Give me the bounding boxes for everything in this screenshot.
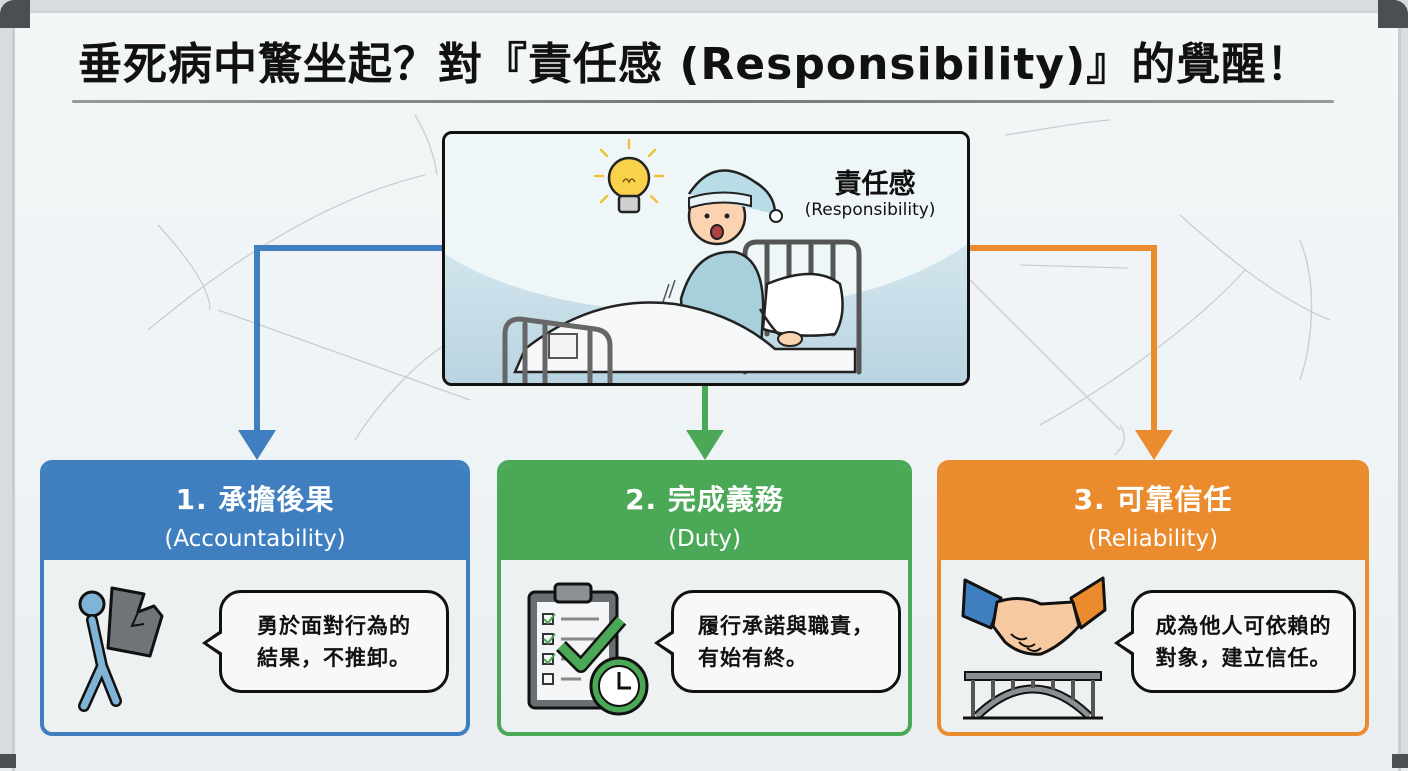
hero-subtitle: (Responsibility) (804, 200, 936, 220)
hero-illustration-panel: 責任感 (Responsibility) (442, 131, 970, 386)
card-subtitle: (Reliability) (1087, 526, 1219, 552)
card-reliability: 3. 可靠信任 (Reliability) 成為他人可依賴的 對象，建立信任。 (937, 460, 1369, 736)
card-description: 勇於面對行為的 結果，不推卸。 (257, 613, 411, 670)
hero-title: 責任感 (834, 169, 916, 200)
card-body: 履行承諾與職責， 有始有終。 (501, 560, 908, 732)
card-header: 2. 完成義務 (Duty) (501, 464, 908, 560)
card-subtitle: (Accountability) (164, 526, 346, 552)
page-title: 垂死病中驚坐起？對『責任感 (Responsibility)』的覺醒！ (78, 39, 1312, 90)
frame-corner (1392, 754, 1408, 768)
hospital-bed-scene-illustration (445, 134, 967, 383)
card-duty: 2. 完成義務 (Duty) 履行承諾與職責， 有始有終。 (497, 460, 912, 736)
speech-bubble: 勇於面對行為的 結果，不推卸。 (202, 590, 449, 693)
speech-bubble: 履行承諾與職責， 有始有終。 (654, 590, 901, 693)
card-body: 勇於面對行為的 結果，不推卸。 (44, 560, 466, 732)
card-subtitle: (Duty) (668, 526, 741, 552)
speech-bubble: 成為他人可依賴的 對象，建立信任。 (1114, 590, 1356, 693)
frame-corner (1378, 0, 1408, 28)
frame-corner (0, 0, 30, 28)
title-underline (72, 100, 1334, 103)
person-carrying-broken-box-icon (78, 586, 164, 712)
card-body: 成為他人可依賴的 對象，建立信任。 (941, 560, 1365, 732)
card-description: 成為他人可依賴的 對象，建立信任。 (1155, 613, 1332, 670)
card-accountability: 1. 承擔後果 (Accountability) 勇於面對行為的 結果，不推卸。 (40, 460, 470, 736)
card-header: 3. 可靠信任 (Reliability) (941, 464, 1365, 560)
handshake-bridge-icon (961, 576, 1107, 720)
card-header: 1. 承擔後果 (Accountability) (44, 464, 466, 560)
card-title: 3. 可靠信任 (1073, 483, 1233, 516)
card-title: 1. 承擔後果 (175, 483, 335, 516)
lightbulb-icon (593, 138, 665, 214)
card-title: 2. 完成義務 (625, 483, 784, 516)
card-description: 履行承諾與職責， 有始有終。 (698, 613, 874, 670)
frame-corner (0, 754, 16, 768)
clipboard-checklist-clock-icon (527, 582, 649, 716)
